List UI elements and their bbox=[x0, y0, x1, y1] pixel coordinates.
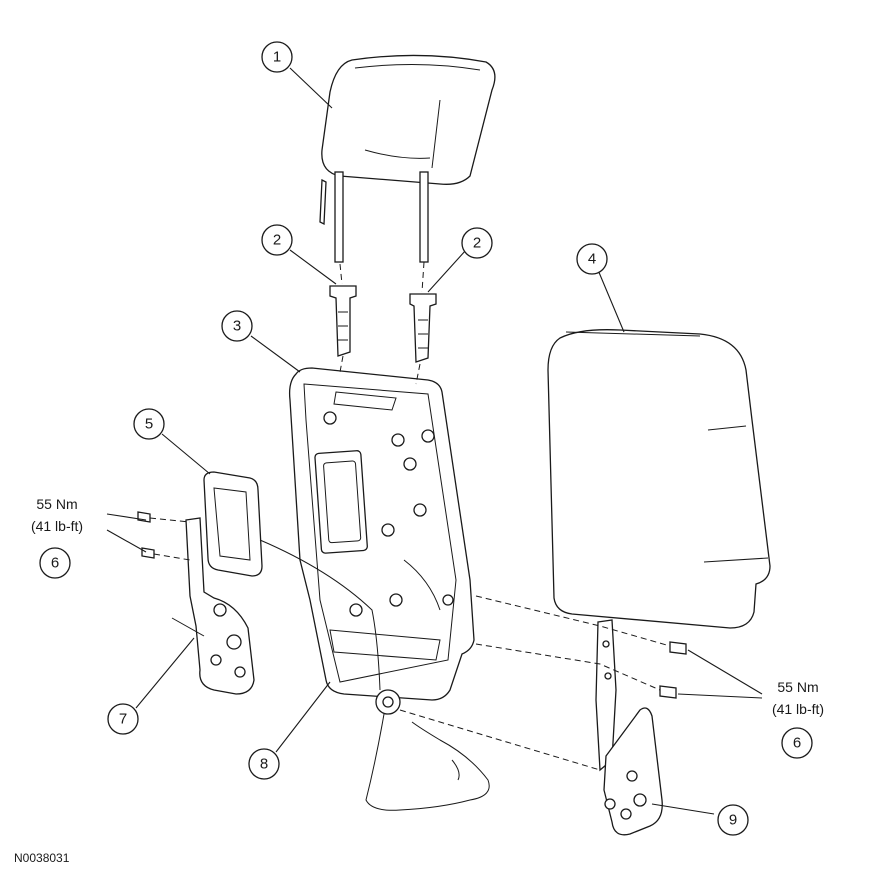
callout-8: 8 bbox=[248, 748, 280, 780]
svg-text:1: 1 bbox=[273, 49, 281, 66]
svg-text:55 Nm: 55 Nm bbox=[36, 496, 77, 512]
figure-id: N0038031 bbox=[14, 851, 70, 865]
svg-text:55 Nm: 55 Nm bbox=[777, 679, 818, 695]
callout-3: 3 bbox=[221, 310, 253, 342]
callout-9: 9 bbox=[717, 804, 749, 836]
seatback-frame bbox=[288, 367, 475, 701]
torque-spec-left: 55 Nm (41 lb-ft) bbox=[31, 496, 83, 534]
callout-2-left: 2 bbox=[261, 224, 293, 256]
svg-text:5: 5 bbox=[145, 416, 153, 433]
recliner-release-cable bbox=[259, 539, 490, 811]
bolt-right-upper bbox=[669, 641, 687, 655]
head-restraint-guide-right bbox=[409, 293, 437, 363]
svg-text:6: 6 bbox=[793, 735, 801, 752]
recliner-trim-cover bbox=[203, 471, 263, 577]
callout-6-left: 6 bbox=[39, 547, 71, 579]
head-restraint bbox=[319, 54, 496, 263]
svg-text:3: 3 bbox=[233, 318, 241, 335]
svg-text:9: 9 bbox=[729, 812, 737, 829]
callout-4: 4 bbox=[576, 243, 608, 275]
torque-spec-right: 55 Nm (41 lb-ft) bbox=[772, 679, 824, 717]
bolt-left-upper bbox=[137, 511, 151, 523]
callout-5: 5 bbox=[133, 408, 165, 440]
head-restraint-guide-left bbox=[329, 285, 357, 357]
callout-2-right: 2 bbox=[461, 227, 493, 259]
svg-text:(41 lb-ft): (41 lb-ft) bbox=[31, 518, 83, 534]
left-recliner-mechanism bbox=[171, 517, 255, 695]
seatback-panel bbox=[547, 329, 771, 629]
callout-1: 1 bbox=[261, 41, 293, 73]
bolt-right-lower bbox=[659, 685, 677, 699]
svg-text:6: 6 bbox=[51, 555, 59, 572]
svg-text:7: 7 bbox=[119, 711, 127, 728]
svg-text:2: 2 bbox=[473, 235, 481, 252]
svg-text:8: 8 bbox=[260, 756, 268, 773]
leader-lines bbox=[106, 67, 763, 815]
svg-text:(41 lb-ft): (41 lb-ft) bbox=[772, 701, 824, 717]
callout-6-right: 6 bbox=[781, 727, 813, 759]
bolt-left-lower bbox=[141, 547, 155, 559]
right-recliner-mechanism bbox=[595, 619, 663, 836]
alignment-lines bbox=[149, 261, 671, 771]
svg-text:2: 2 bbox=[273, 232, 281, 249]
callout-7: 7 bbox=[107, 703, 139, 735]
svg-text:4: 4 bbox=[588, 251, 596, 268]
